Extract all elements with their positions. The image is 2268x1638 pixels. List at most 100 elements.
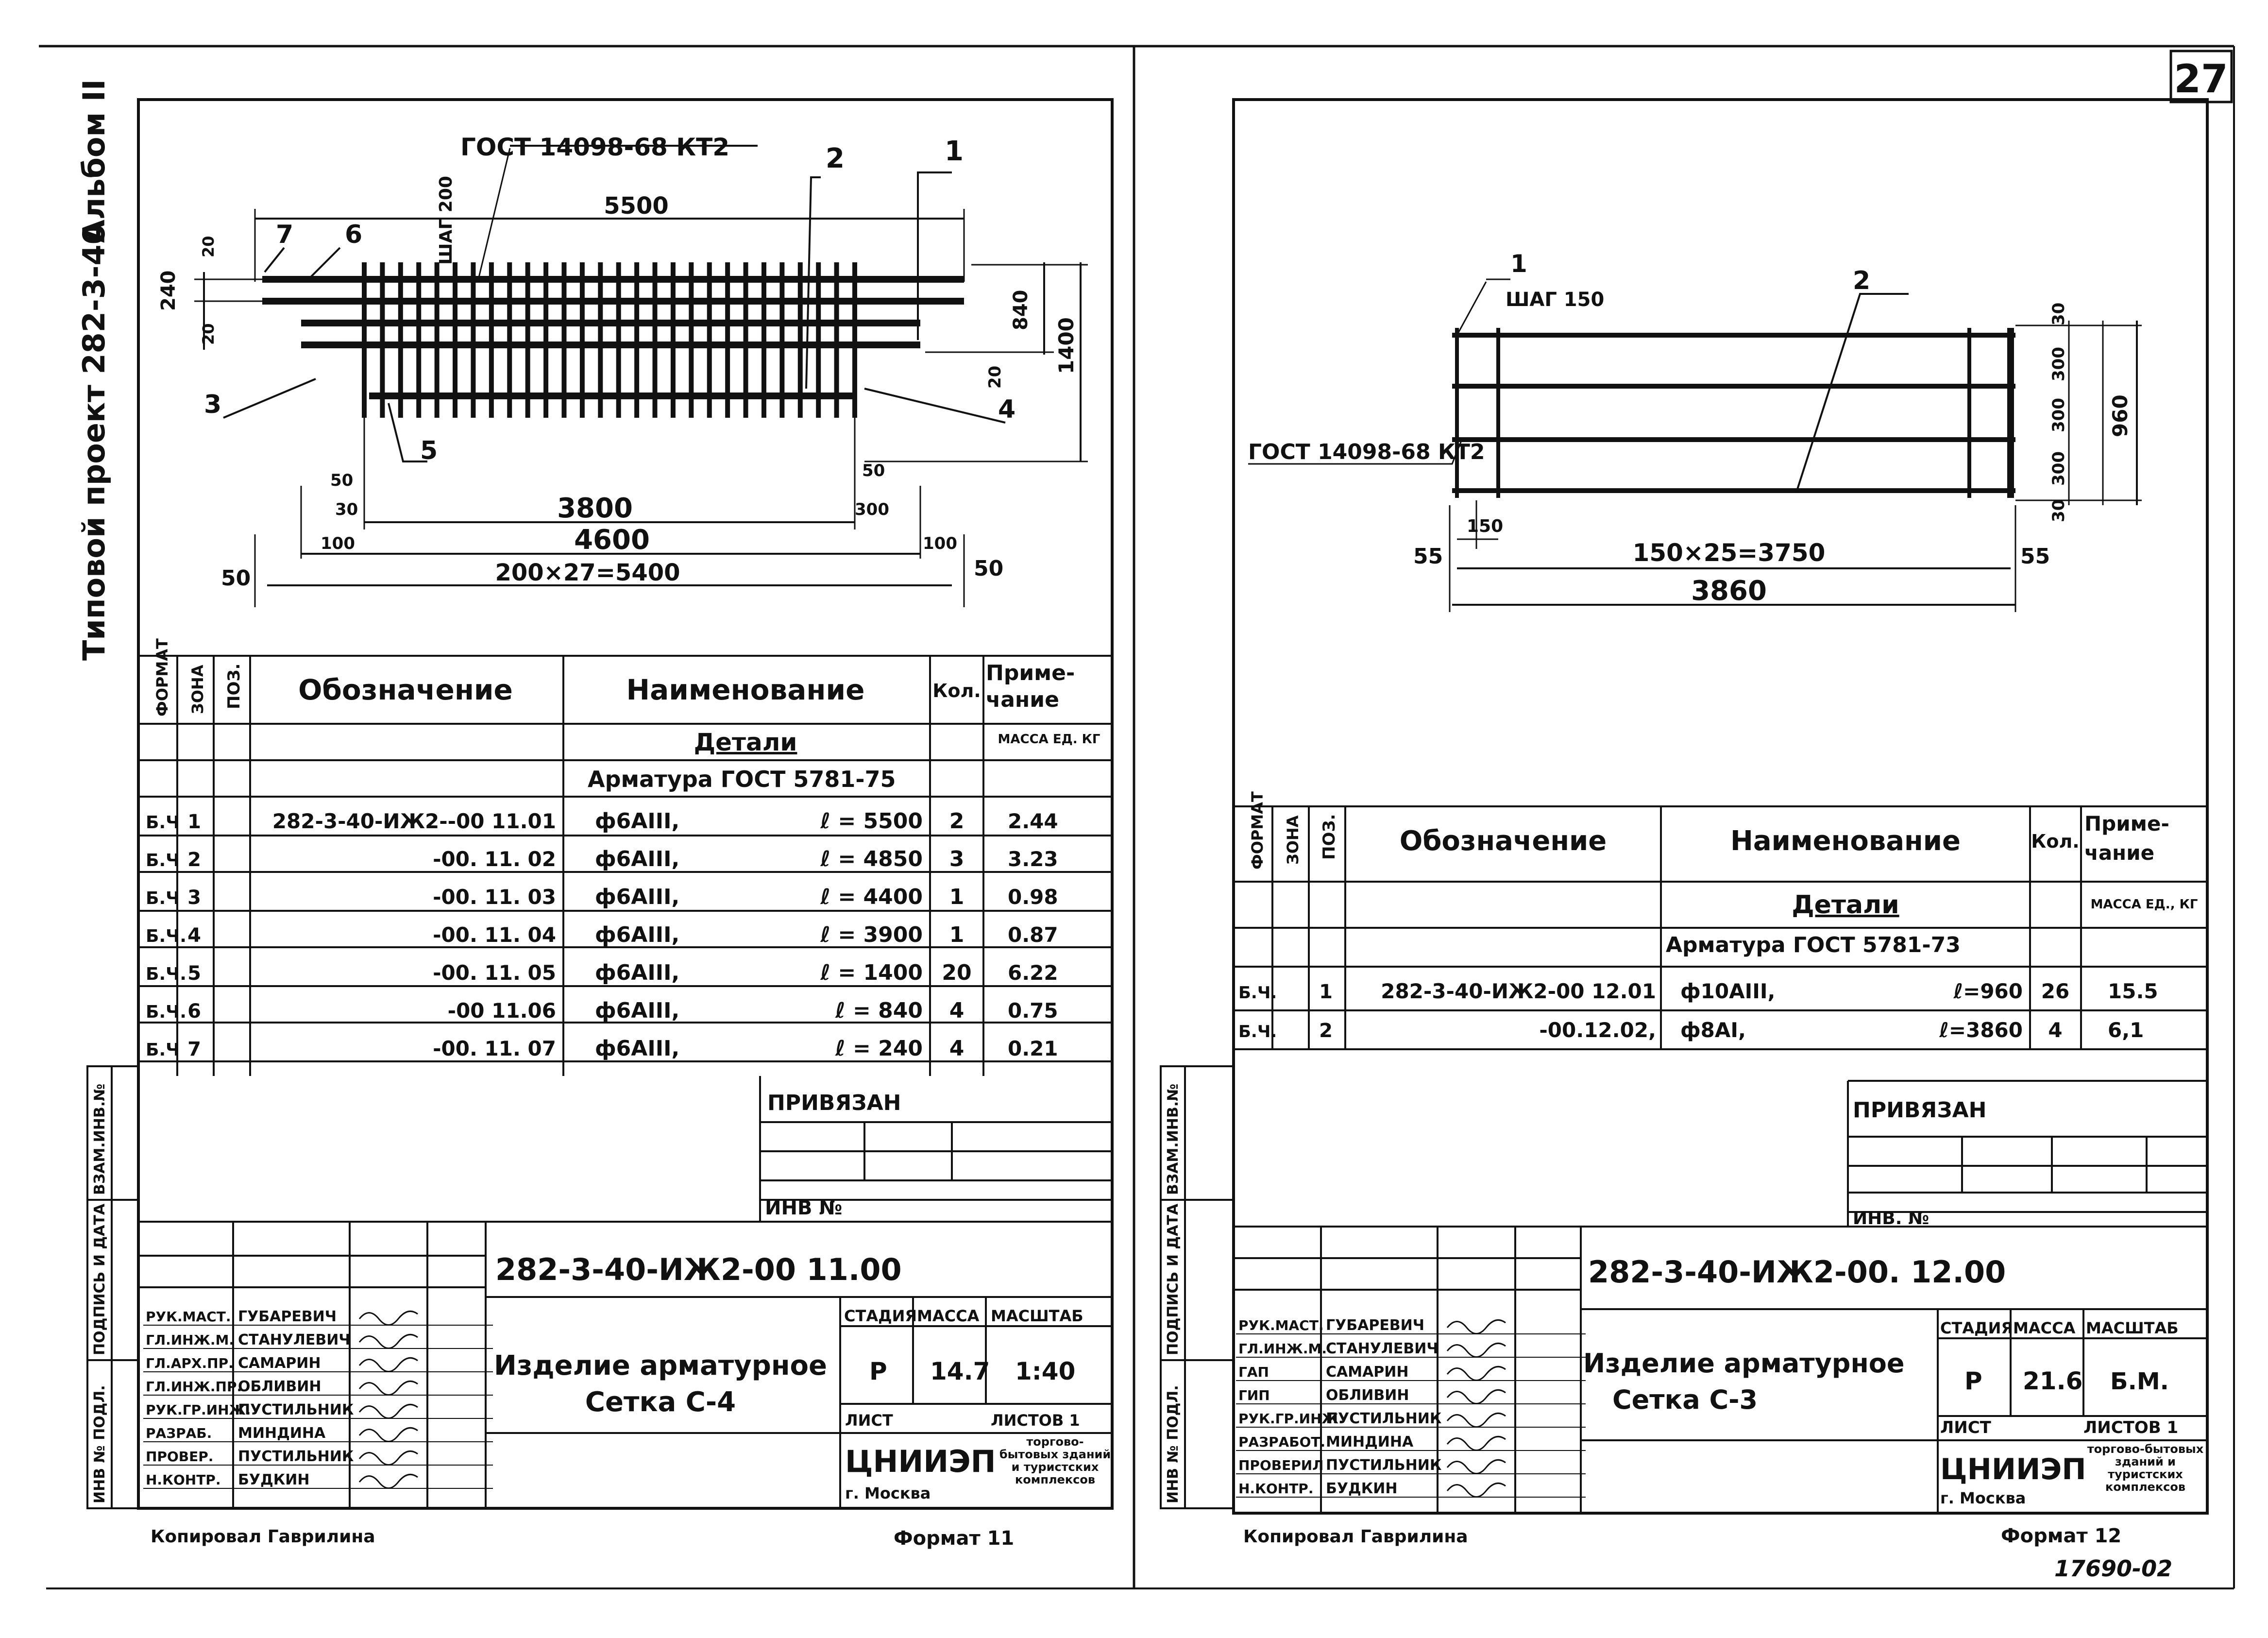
spec-cell-name: ф6АIII, [595,847,679,871]
left-hdr-name: Наименование [626,673,865,706]
left-dim-30: 30 [335,500,358,519]
right-title-2: Сетка С-3 [1612,1384,1758,1415]
staff-name: СТАНУЛЕВИЧ [238,1331,351,1348]
left-dim-300: 300 [855,500,889,519]
left-title-2: Сетка С-4 [585,1386,736,1418]
right-sheet-label: ЛИСТ [1940,1418,1992,1437]
right-title-1: Изделие арматурное [1583,1348,1904,1379]
right-copied: Копировал Гаврилина [1243,1527,1468,1547]
staff-role: ГЛ.АРХ.ПР. [146,1355,234,1371]
signature-mark [1446,1365,1506,1381]
spec-cell-len: ℓ=3860 [1939,1018,2023,1042]
right-dim-55a: 55 [1413,544,1443,569]
spec-cell-len: ℓ = 840 [835,998,923,1023]
left-callout-6: 6 [345,220,362,249]
left-hdr-format: ФОРМАТ [153,638,171,717]
right-privyazan: ПРИВЯЗАН [1853,1098,1986,1123]
right-mass-label: МАССА [2013,1319,2076,1337]
right-org: ЦНИИЭП [1940,1452,2086,1486]
staff-name: ГУБАРЕВИЧ [1326,1317,1424,1334]
spec-cell-des: -00.12.02, [1539,1018,1656,1042]
right-dim-300a: 300 [2049,347,2068,381]
right-hdr-zone: ЗОНА [1284,815,1302,865]
right-dim-300b: 300 [2049,398,2068,432]
left-callout-7: 7 [276,220,293,249]
left-privyazan: ПРИВЯЗАН [767,1091,901,1115]
staff-name: ГУБАРЕВИЧ [238,1308,337,1325]
left-format: Формат 11 [894,1527,1014,1550]
left-section-details: Детали [694,728,797,756]
spec-cell-name: ф6АIII, [595,960,679,985]
left-callout-1: 1 [945,136,964,167]
left-dim-5500: 5500 [604,192,669,220]
staff-role: ГАП [1238,1364,1269,1380]
left-title-block [138,1222,1112,1508]
signature-mark [358,1403,418,1419]
signature-mark [358,1473,418,1489]
signature-mark [358,1380,418,1396]
staff-name: БУДКИН [238,1471,309,1488]
right-org-note: торгово-бытовых зданий и туристских комп… [2087,1443,2204,1494]
left-dim-50a: 50 [330,471,353,490]
right-dim-30b: 30 [2049,499,2068,522]
spec-cell-pos: 6 [187,1000,201,1023]
staff-name: СТАНУЛЕВИЧ [1326,1340,1439,1357]
left-strip-sign: ПОДПИСЬ И ДАТА [91,1203,108,1355]
staff-role: РУК.МАСТ. [146,1309,231,1325]
left-dim-240: 240 [157,271,180,311]
spec-cell-pos: 1 [187,811,201,833]
right-spec-table [1234,805,2207,1050]
staff-role: РАЗРАБОТ. [1238,1434,1325,1450]
spec-cell-mass: 0.75 [1008,999,1058,1023]
signature-mark [1446,1412,1506,1428]
staff-role: Н.КОНТР. [1238,1481,1313,1497]
spec-cell-fmt: Б.Ч [146,851,180,870]
left-title-1: Изделие арматурное [494,1350,827,1382]
left-org-note-box: торгово-бытовых зданий и туристских комп… [999,1435,1111,1486]
album-caption: Альбом II [76,79,112,243]
spec-cell-len: ℓ = 5500 [820,809,923,834]
staff-name: САМАРИН [238,1355,321,1372]
right-dim-55b: 55 [2020,544,2050,569]
page-number: 27 [2174,56,2228,102]
left-privyazan-grid [138,1076,1112,1223]
staff-name: САМАРИН [1326,1364,1409,1381]
left-dim-100b: 100 [923,534,957,553]
left-stage: Р [869,1357,887,1385]
signature-mark [358,1333,418,1349]
spec-cell-mass: 15.5 [2108,979,2158,1003]
left-sheets-label: ЛИСТОВ 1 [991,1411,1080,1430]
right-dim-960: 960 [2108,394,2132,437]
right-section-details: Детали [1792,890,1899,920]
right-dim-3860: 3860 [1691,575,1767,607]
spec-cell-name: ф6АIII, [595,922,679,947]
left-dim-4600: 4600 [574,524,650,556]
right-hdr-designation: Обозначение [1400,825,1607,857]
page-number-box [2169,50,2233,103]
spec-cell-mass: 0.21 [1008,1037,1058,1060]
left-hdr-note: Приме- [986,661,1075,685]
left-inv-no: ИНВ № [765,1197,843,1219]
right-mesh-drawing [1248,278,2142,612]
right-callout-2: 2 [1853,266,1870,295]
spec-cell-des: 282-3-40-ИЖ2-00 12.01 [1381,979,1656,1003]
left-scale-label: МАСШТАБ [991,1307,1083,1325]
left-dim-100a: 100 [321,534,355,553]
left-sheet-label: ЛИСТ [845,1411,893,1430]
spec-cell-pos: 3 [187,887,201,909]
left-doc-code: 282-3-40-ИЖ2-00 11.00 [495,1252,902,1287]
spec-cell-pos: 7 [187,1038,201,1060]
spec-cell-pos: 5 [187,962,201,985]
right-gost-note: ГОСТ 14098-68 КТ2 [1248,440,1485,464]
right-scale-label: МАСШТАБ [2086,1319,2179,1337]
spec-cell-name: ф6АIII, [595,885,679,909]
staff-name: МИНДИНА [1326,1433,1414,1450]
left-scale: 1:40 [1015,1357,1075,1385]
signature-mark [358,1310,418,1326]
signature-mark [1446,1389,1506,1404]
spec-cell-len: ℓ = 1400 [820,960,923,985]
staff-role: ПРОВЕР. [146,1449,213,1465]
right-doc-code: 282-3-40-ИЖ2-00. 12.00 [1588,1254,2006,1290]
spec-cell-qty: 4 [949,1036,965,1061]
right-dim-300c: 300 [2049,451,2068,486]
